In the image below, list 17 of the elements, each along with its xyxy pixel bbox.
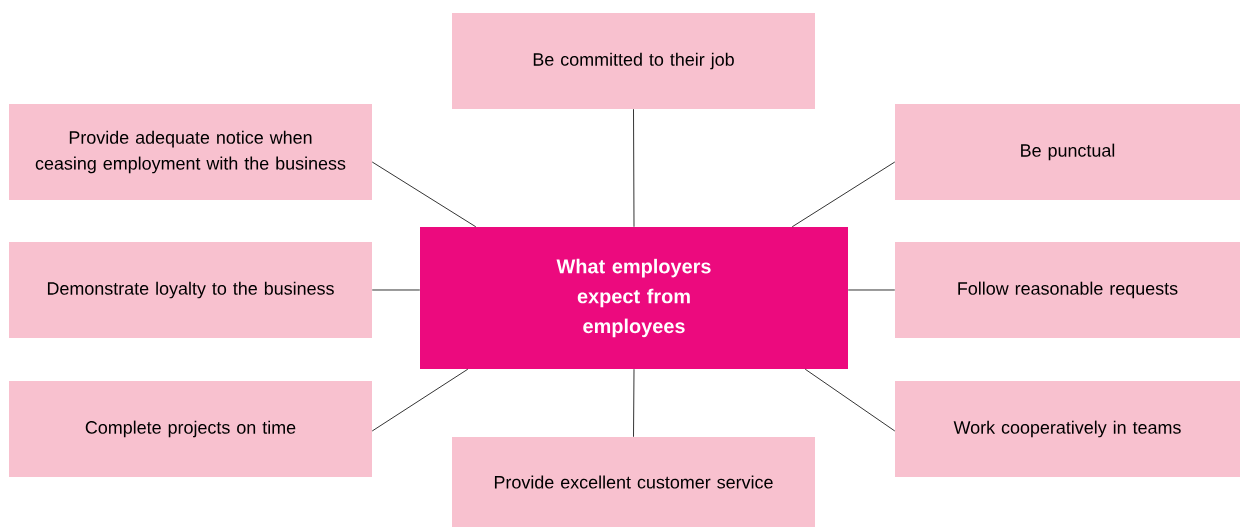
topic-box: Demonstrate loyalty to the business (9, 242, 372, 338)
topic-box: Complete projects on time (9, 381, 372, 477)
topic-box: Work cooperatively in teams (895, 381, 1240, 477)
connector-line (371, 161, 477, 228)
central-box: What employers expect from employees (420, 227, 848, 369)
connector-line (804, 368, 896, 432)
connector-line (633, 368, 635, 438)
connector-line (371, 368, 469, 432)
topic-box: Be punctual (895, 104, 1240, 200)
connector-line (633, 108, 635, 228)
topic-box: Follow reasonable requests (895, 242, 1240, 338)
topic-box: Provide adequate notice when ceasing employment with the business (9, 104, 372, 200)
topic-box: Be committed to their job (452, 13, 815, 109)
connector-line (371, 289, 421, 291)
connector-line (791, 161, 896, 228)
connector-line (847, 289, 896, 291)
topic-box: Provide excellent customer service (452, 437, 815, 527)
